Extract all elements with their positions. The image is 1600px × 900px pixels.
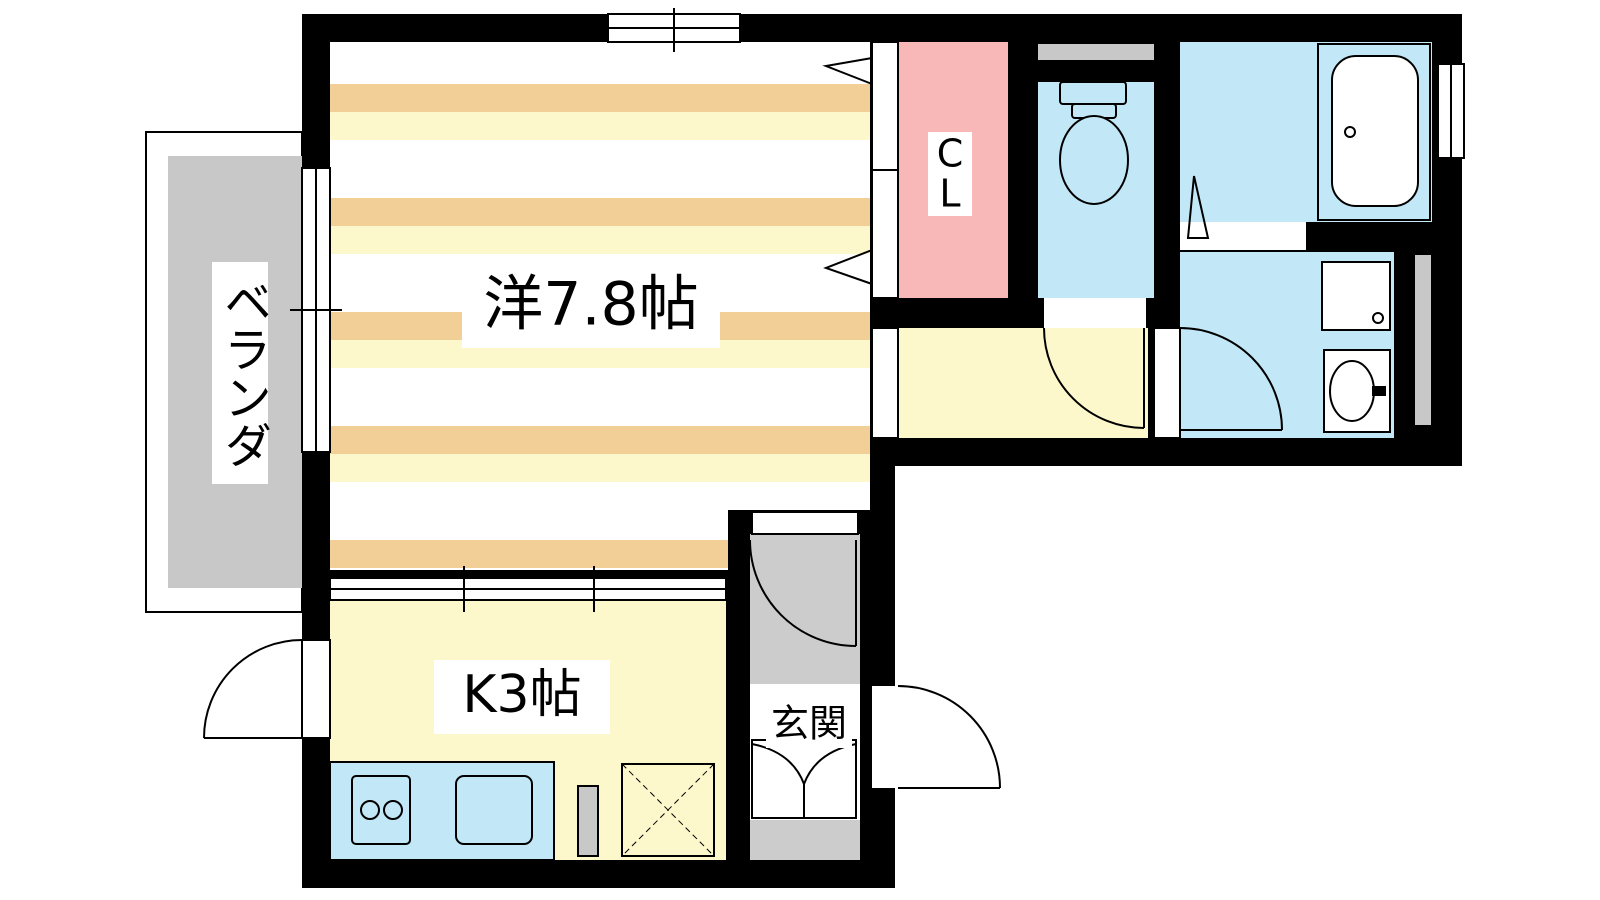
kitchen-label: K3帖 [462, 665, 581, 725]
washing-machine-pan-icon [1321, 261, 1391, 331]
entrance-label: 玄関 [771, 702, 847, 746]
hallway-opening [871, 327, 899, 439]
sliding-door-kitchen[interactable] [329, 566, 727, 612]
kitchen-sink-icon [455, 775, 533, 845]
kitchen-side-door[interactable] [203, 639, 331, 739]
gas-stove-icon [351, 775, 411, 845]
closet-label-c: C [937, 132, 964, 176]
balcony [145, 131, 303, 613]
balcony-label-bg [212, 262, 268, 484]
balcony-label: ベランダ [215, 277, 271, 469]
toilet-shelf [1038, 44, 1154, 60]
bathtub-icon [1317, 43, 1431, 221]
bath-window [1437, 63, 1465, 159]
refrigerator-space-icon [621, 763, 715, 857]
shoe-cabinet-icon [751, 739, 857, 819]
entrance-label-bg [766, 702, 852, 748]
washbasin-icon [1323, 349, 1391, 433]
front-door[interactable] [872, 685, 1001, 789]
washroom-door[interactable] [1153, 327, 1283, 439]
toilet-door[interactable] [1043, 298, 1146, 429]
kitchen-pillar [577, 785, 599, 857]
balcony-window[interactable] [290, 167, 342, 453]
western-label-bg [462, 266, 720, 348]
washroom-side-window [1413, 253, 1433, 427]
top-window [607, 8, 741, 52]
corridor-door-arc[interactable] [749, 539, 857, 647]
closet-folding-door[interactable] [822, 41, 899, 299]
kitchen-label-bg [434, 660, 610, 734]
toilet-icon [1059, 81, 1129, 205]
bathroom-folding-door[interactable] [1180, 175, 1306, 250]
western-room-label: 洋7.8帖 [483, 270, 698, 340]
closet-label-bg [928, 132, 972, 216]
kitchen-counter [329, 761, 555, 861]
closet-label-l: L [939, 172, 960, 216]
